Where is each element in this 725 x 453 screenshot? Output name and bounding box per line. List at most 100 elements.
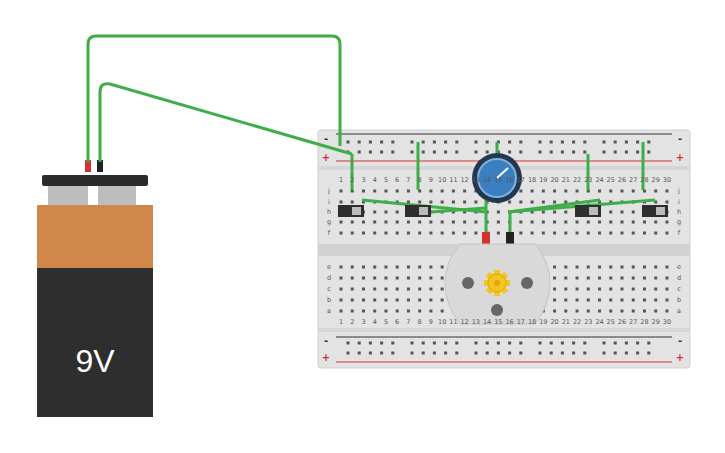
row-letter: j bbox=[678, 188, 680, 195]
column-number: 22 bbox=[573, 177, 581, 184]
positive-rail-sign: + bbox=[676, 153, 684, 163]
column-number: 6 bbox=[395, 319, 399, 326]
column-number: 23 bbox=[584, 319, 592, 326]
column-number: 11 bbox=[449, 177, 457, 184]
column-number: 25 bbox=[607, 319, 615, 326]
row-letter: h bbox=[677, 209, 681, 216]
column-number: 14 bbox=[483, 319, 491, 326]
column-number: 26 bbox=[618, 319, 626, 326]
column-number: 4 bbox=[373, 177, 377, 184]
column-number: 3 bbox=[361, 177, 365, 184]
column-number: 17 bbox=[517, 177, 525, 184]
column-number: 8 bbox=[418, 177, 422, 184]
row-letter: a bbox=[677, 308, 681, 315]
row-letter: b bbox=[677, 297, 681, 304]
battery-terminal bbox=[98, 186, 136, 206]
column-number: 22 bbox=[573, 319, 581, 326]
battery-snap bbox=[42, 175, 148, 186]
column-number: 28 bbox=[640, 319, 648, 326]
row-letter: f bbox=[678, 230, 680, 237]
column-number: 13 bbox=[472, 319, 480, 326]
row-letter: d bbox=[327, 275, 331, 282]
row-letter: e bbox=[327, 264, 331, 271]
column-number: 5 bbox=[384, 319, 388, 326]
battery-body: 9V bbox=[37, 205, 153, 417]
wire bbox=[100, 84, 352, 162]
slide-switches bbox=[338, 205, 668, 217]
column-number: 24 bbox=[595, 319, 603, 326]
column-number: 7 bbox=[406, 319, 410, 326]
column-number: 7 bbox=[406, 177, 410, 184]
column-number: 18 bbox=[528, 177, 536, 184]
rail-divider bbox=[318, 328, 690, 332]
row-letter: i bbox=[328, 199, 330, 206]
column-number: 16 bbox=[505, 177, 513, 184]
column-number: 10 bbox=[438, 319, 446, 326]
column-number: 9 bbox=[429, 177, 433, 184]
column-number: 3 bbox=[361, 319, 365, 326]
row-letter: b bbox=[327, 297, 331, 304]
column-number: 30 bbox=[663, 319, 671, 326]
column-number: 24 bbox=[595, 177, 603, 184]
row-letter: d bbox=[677, 275, 681, 282]
negative-rail-sign: - bbox=[324, 336, 328, 346]
column-number: 21 bbox=[562, 319, 570, 326]
potentiometer bbox=[472, 153, 522, 203]
negative-rail-sign: - bbox=[678, 336, 682, 346]
negative-rail-sign: - bbox=[324, 134, 328, 144]
column-number: 18 bbox=[528, 319, 536, 326]
breadboard bbox=[318, 130, 690, 368]
battery-terminal bbox=[48, 186, 88, 206]
column-number: 2 bbox=[350, 319, 354, 326]
row-letter: j bbox=[328, 188, 330, 195]
positive-rail-sign: + bbox=[322, 353, 330, 363]
column-number: 14 bbox=[483, 177, 491, 184]
column-number: 8 bbox=[418, 319, 422, 326]
column-number: 1 bbox=[339, 177, 343, 184]
row-letter: g bbox=[677, 219, 681, 226]
positive-rail-line bbox=[336, 362, 672, 363]
positive-rail-sign: + bbox=[676, 353, 684, 363]
column-number: 12 bbox=[460, 177, 468, 184]
row-letter: e bbox=[677, 264, 681, 271]
column-number: 29 bbox=[652, 177, 660, 184]
column-number: 20 bbox=[550, 319, 558, 326]
column-number: 25 bbox=[607, 177, 615, 184]
column-number: 19 bbox=[539, 177, 547, 184]
column-number: 4 bbox=[373, 319, 377, 326]
column-number: 26 bbox=[618, 177, 626, 184]
column-number: 5 bbox=[384, 177, 388, 184]
column-number: 9 bbox=[429, 319, 433, 326]
negative-rail-line bbox=[336, 337, 672, 338]
row-letter: i bbox=[678, 199, 680, 206]
column-number: 16 bbox=[505, 319, 513, 326]
column-number: 30 bbox=[663, 177, 671, 184]
column-number: 10 bbox=[438, 177, 446, 184]
column-number: 21 bbox=[562, 177, 570, 184]
column-number: 17 bbox=[517, 319, 525, 326]
column-number: 27 bbox=[629, 177, 637, 184]
column-number: 1 bbox=[339, 319, 343, 326]
column-number: 27 bbox=[629, 319, 637, 326]
column-number: 23 bbox=[584, 177, 592, 184]
row-letter: h bbox=[327, 209, 331, 216]
column-number: 6 bbox=[395, 177, 399, 184]
column-number: 2 bbox=[350, 177, 354, 184]
negative-rail-line bbox=[336, 134, 672, 135]
column-number: 29 bbox=[652, 319, 660, 326]
negative-rail-sign: - bbox=[678, 134, 682, 144]
battery-voltage: 9V bbox=[75, 343, 114, 380]
column-number: 12 bbox=[460, 319, 468, 326]
column-number: 15 bbox=[494, 177, 502, 184]
column-number: 15 bbox=[494, 319, 502, 326]
positive-rail-sign: + bbox=[322, 153, 330, 163]
row-letter: c bbox=[677, 286, 681, 293]
breadboard-holes bbox=[340, 141, 669, 355]
column-number: 13 bbox=[472, 177, 480, 184]
row-letter: g bbox=[327, 219, 331, 226]
dc-motor bbox=[445, 232, 550, 324]
row-letter: c bbox=[327, 286, 331, 293]
jumper-wires bbox=[352, 142, 655, 238]
column-number: 20 bbox=[550, 177, 558, 184]
row-letter: f bbox=[328, 230, 330, 237]
